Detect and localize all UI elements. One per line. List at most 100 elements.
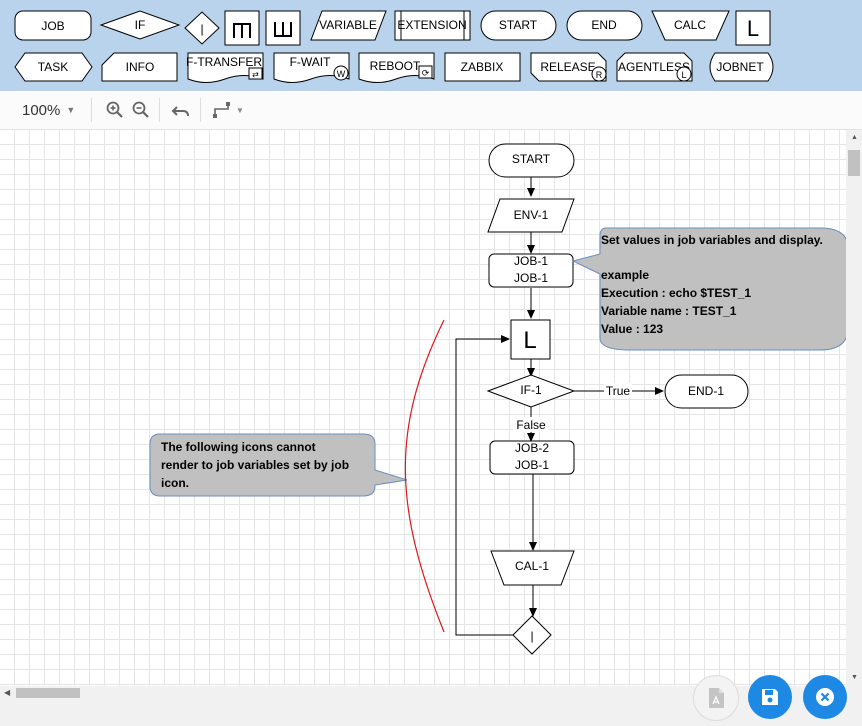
palette-end-label: END — [591, 18, 617, 32]
palette-variable[interactable]: VARIABLE — [310, 10, 387, 41]
node-loop-label: L — [523, 327, 536, 354]
zoom-in-button[interactable] — [106, 91, 124, 129]
palette-loop-start[interactable] — [224, 10, 260, 46]
callout-right-line: Execution : echo $TEST_1 — [601, 286, 751, 300]
palette-reboot-label: REBOOT — [370, 59, 421, 73]
palette-if-label: IF — [135, 18, 146, 32]
palette-calc[interactable]: CALC — [651, 10, 730, 41]
node-job2-sublabel: JOB-1 — [515, 458, 549, 472]
edge-label-true: True — [606, 384, 631, 398]
node-start[interactable]: START — [488, 143, 575, 178]
callout-left[interactable]: The following icons cannot render to job… — [149, 433, 408, 497]
undo-icon — [171, 106, 189, 117]
scroll-left-icon[interactable]: ◀ — [4, 688, 11, 697]
palette-release[interactable]: RELEASE R — [530, 52, 607, 82]
callout-left-line: render to job variables set by job — [161, 458, 349, 472]
scroll-down-icon[interactable]: ▼ — [851, 674, 858, 681]
shape-palette: JOB IF | VARIABLE EXTENSION START END CA… — [0, 0, 862, 92]
node-job2-label: JOB-2 — [515, 441, 549, 455]
node-if-end[interactable]: | — [512, 615, 552, 655]
node-job2[interactable]: JOB-2 JOB-1 — [489, 440, 575, 475]
palette-if-end[interactable]: | — [184, 11, 220, 45]
node-cal[interactable]: CAL-1 — [490, 550, 575, 586]
callout-right-line: example — [601, 268, 649, 282]
zoom-in-icon — [106, 101, 123, 118]
palette-ftransfer[interactable]: F-TRANSFER ⇄ — [186, 52, 264, 83]
node-if-end-label: | — [530, 629, 533, 643]
palette-fwait-label: F-WAIT — [290, 55, 332, 69]
true-label-bg — [604, 383, 632, 398]
node-job1[interactable]: JOB-1 JOB-1 — [488, 253, 574, 288]
zoom-out-button[interactable] — [132, 91, 150, 129]
edge-back-loop[interactable] — [455, 335, 513, 636]
palette-jobnet-label: JOBNET — [716, 60, 764, 74]
toolbar: 100% ▼ ▼ — [0, 91, 862, 130]
palette-end[interactable]: END — [566, 10, 643, 41]
palette-variable-label: VARIABLE — [319, 18, 377, 32]
vertical-scrollbar[interactable]: ▲ ▼ — [846, 130, 862, 686]
node-start-label: START — [512, 152, 551, 166]
zoom-out-icon — [132, 101, 149, 118]
diagram-canvas[interactable]: True False START ENV-1 JOB-1 JOB-1 L IF-… — [0, 130, 846, 686]
palette-ftransfer-label: F-TRANSFER — [186, 55, 262, 69]
palette-extension[interactable]: EXTENSION — [394, 10, 471, 41]
toolbar-divider — [91, 98, 92, 122]
horizontal-scrollbar[interactable]: ◀ — [0, 686, 862, 700]
callout-right-line: Set values in job variables and display. — [601, 233, 823, 247]
callout-right-line: Value : 123 — [601, 322, 663, 336]
connector-icon — [213, 102, 230, 118]
node-loop[interactable]: L — [510, 319, 551, 360]
palette-zabbix[interactable]: ZABBIX — [444, 52, 521, 82]
palette-agentless[interactable]: AGENTLESS L — [616, 52, 693, 82]
palette-reboot[interactable]: REBOOT ⟳ — [358, 52, 435, 83]
palette-svg: JOB IF | VARIABLE EXTENSION START END CA… — [14, 10, 774, 83]
agentless-badge-icon: L — [681, 70, 686, 80]
node-env[interactable]: ENV-1 — [487, 198, 575, 233]
palette-info[interactable]: INFO — [101, 52, 178, 82]
node-end-label: END-1 — [688, 384, 724, 398]
callout-left-line: icon. — [161, 476, 189, 490]
palette-if-end-label: | — [200, 22, 203, 36]
palette-loop[interactable]: L — [735, 10, 771, 46]
save-icon — [762, 689, 778, 705]
palette-extension-label: EXTENSION — [397, 18, 466, 32]
close-icon — [816, 688, 834, 706]
palette-job[interactable]: JOB — [14, 10, 92, 41]
undo-button[interactable] — [171, 91, 191, 129]
palette-loop-end[interactable] — [265, 10, 301, 46]
waypoints-select[interactable]: ▼ — [212, 91, 244, 129]
zoom-select[interactable]: 100% ▼ — [22, 91, 75, 129]
callout-right-line: Variable name : TEST_1 — [601, 304, 737, 318]
node-if[interactable]: IF-1 — [486, 374, 576, 408]
node-if-label: IF-1 — [520, 383, 542, 397]
callout-left-line: The following icons cannot — [161, 440, 316, 454]
node-end[interactable]: END-1 — [664, 374, 749, 409]
palette-start[interactable]: START — [480, 10, 557, 41]
palette-if[interactable]: IF — [99, 10, 181, 40]
save-button[interactable] — [748, 675, 792, 719]
release-badge-icon: R — [596, 70, 603, 80]
zoom-value: 100% — [22, 101, 61, 119]
chevron-down-icon: ▼ — [236, 105, 244, 115]
palette-fwait[interactable]: F-WAIT W — [273, 52, 350, 83]
node-job1-label: JOB-1 — [514, 254, 548, 268]
toolbar-divider — [200, 98, 201, 122]
toolbar-divider — [159, 98, 160, 122]
palette-calc-label: CALC — [674, 18, 706, 32]
red-bracket-curve[interactable] — [404, 319, 445, 633]
palette-info-label: INFO — [126, 60, 155, 74]
callout-right[interactable]: Set values in job variables and display.… — [571, 227, 846, 351]
horizontal-scroll-thumb[interactable] — [16, 688, 80, 698]
palette-jobnet[interactable]: JOBNET — [709, 52, 774, 82]
chevron-down-icon: ▼ — [66, 105, 76, 115]
palette-task[interactable]: TASK — [14, 52, 93, 82]
scroll-up-icon[interactable]: ▲ — [851, 134, 858, 141]
edge-label-false: False — [516, 418, 546, 432]
node-job1-sublabel: JOB-1 — [514, 271, 548, 285]
export-pdf-button[interactable] — [693, 675, 739, 721]
close-button[interactable] — [803, 675, 847, 719]
node-cal-label: CAL-1 — [515, 559, 549, 573]
reboot-badge-icon: ⟳ — [422, 68, 430, 78]
palette-job-label: JOB — [41, 19, 64, 33]
vertical-scroll-thumb[interactable] — [848, 150, 860, 176]
